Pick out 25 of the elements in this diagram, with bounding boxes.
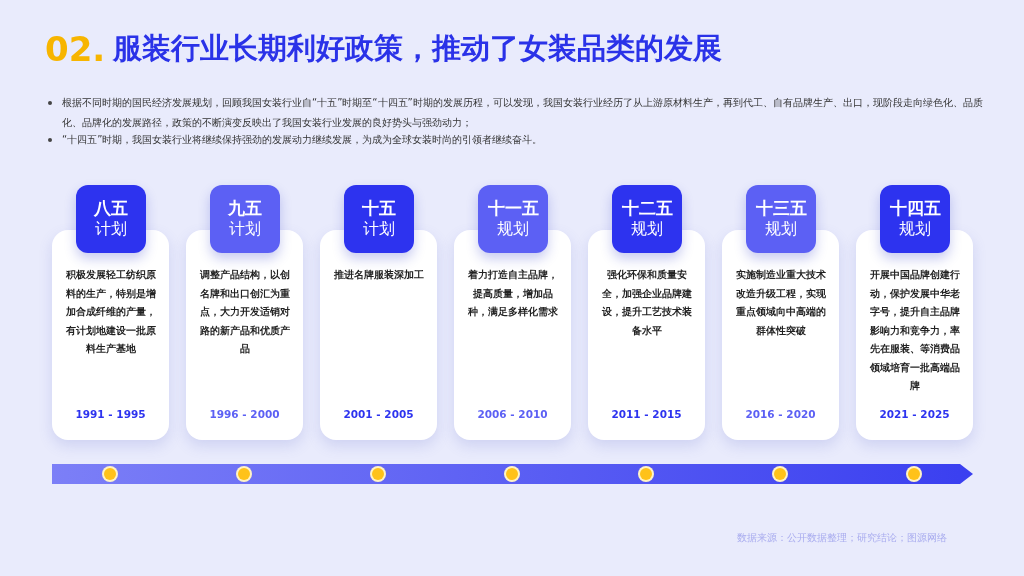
year-range: 2016 - 2020 xyxy=(744,408,817,420)
card-text: 实施制造业重大技术改造升级工程，实现重点领域向中高端的群体性突破 xyxy=(734,268,827,338)
title: 服装行业长期利好政策，推动了女装品类的发展 xyxy=(113,30,723,67)
plan-badge: 十四五 规划 xyxy=(880,185,950,253)
plan-badge: 九五 计划 xyxy=(210,185,280,253)
plan-badge: 十二五 规划 xyxy=(612,185,682,253)
year-range: 2001 - 2005 xyxy=(342,408,415,420)
year-range: 2021 - 2025 xyxy=(878,408,951,420)
card-text: 强化环保和质量安全，加强企业品牌建设，提升工艺技术装备水平 xyxy=(600,268,693,338)
plan-badge: 十三五 规划 xyxy=(746,185,816,253)
bullet-text: 根据不同时期的国民经济发展规划，回顾我国女装行业自“十五”时期至“十四五”时期的发展历程，可以发现，我国女装行业经历了从上游原材料生产，再到代工、自有品牌生产、出口，现阶段走向绿色化、品质化、品牌化的发展路径，政策的不断演变反映出了我国女装行业发展的良好势头与强劲动力； xyxy=(62,96,984,130)
year-range: 2011 - 2015 xyxy=(610,408,683,420)
year-range: 1996 - 2000 xyxy=(208,408,281,420)
card-text: 着力打造自主品牌，提高质量，增加品种，满足多样化需求 xyxy=(466,268,559,319)
year-range: 2006 - 2010 xyxy=(476,408,549,420)
card-text: 调整产品结构，以创名牌和出口创汇为重点，大力开发适销对路的新产品和优质产品 xyxy=(198,268,291,356)
card-text: 积极发展轻工纺织原料的生产，特别是增加合成纤维的产量，有计划地建设一批原料生产基地 xyxy=(64,268,157,356)
card-text: 开展中国品牌创建行动，保护发展中华老字号，提升自主品牌影响力和竞争力，率先在服装、等消费品领域培育一批高端品牌 xyxy=(868,268,961,393)
bullet-text: “十四五”时期，我国女装行业将继续保持强劲的发展动力继续发展，为成为全球女装时尚的引领者继续奋斗。 xyxy=(62,133,544,147)
plan-badge: 八五 计划 xyxy=(76,185,146,253)
plan-badge: 十一五 规划 xyxy=(478,185,548,253)
year-range: 1991 - 1995 xyxy=(74,408,147,420)
plan-badge: 十五 计划 xyxy=(344,185,414,253)
card-text: 推进名牌服装深加工 xyxy=(332,268,425,282)
section-number: 02. xyxy=(45,29,106,69)
